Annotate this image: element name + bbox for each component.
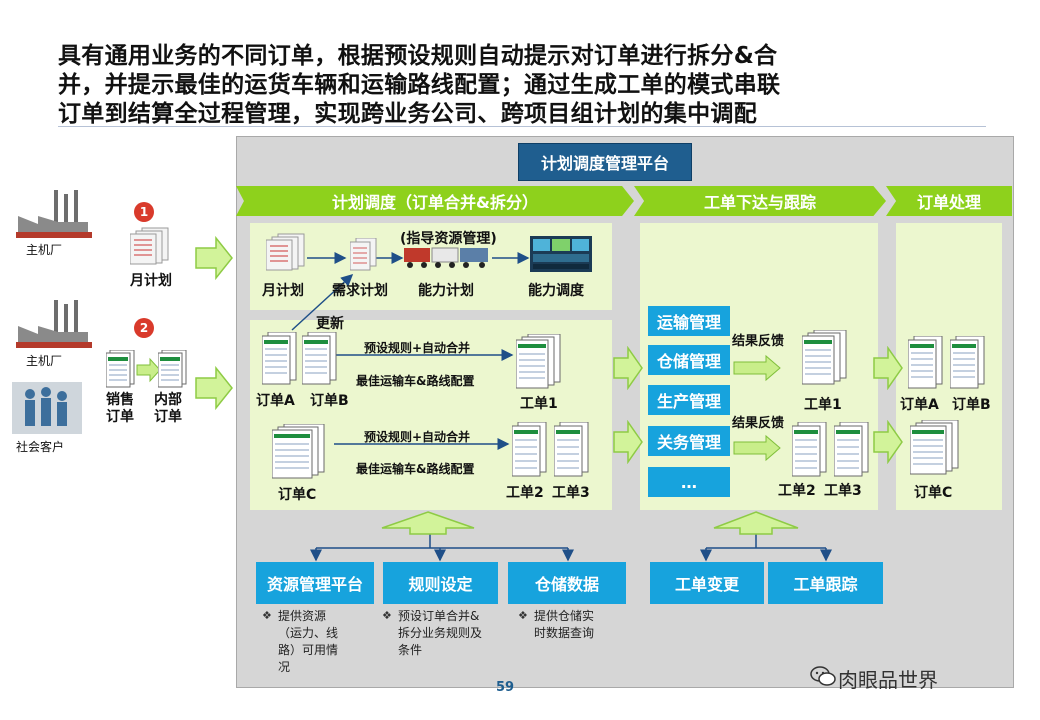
plan-monthly-label: 月计划 xyxy=(262,283,304,299)
step-badge-1: 1 xyxy=(134,202,154,222)
sales-order-label: 销售 订单 xyxy=(106,392,134,425)
demand-plan-doc-icon xyxy=(350,238,377,271)
order-c-doc-icon xyxy=(272,424,325,479)
title-line-3: 订单到结算全过程管理，实现跨业务公司、跨项目组计划的集中调配 xyxy=(58,101,757,127)
factory-icon xyxy=(16,300,92,348)
flow-arrow-5 xyxy=(873,346,903,390)
rule-setting-button[interactable]: 规则设定 xyxy=(383,562,498,604)
wechat-icon xyxy=(810,666,836,686)
dispatch-ticket-2-doc-icon xyxy=(792,422,827,477)
platform-title: 计划调度管理平台 xyxy=(518,143,692,181)
monthly-plan-label: 月计划 xyxy=(130,273,172,289)
ticket-2-doc-icon xyxy=(512,422,547,477)
order-c-label: 订单C xyxy=(278,487,317,503)
best-route-label-1: 最佳运输车&路线配置 xyxy=(356,374,475,388)
result-order-a-doc-icon xyxy=(908,336,943,389)
dispatch-ticket-3-doc-icon xyxy=(834,422,869,477)
ticket-3-doc-icon xyxy=(554,422,589,477)
capacity-plan-label: 能力计划 xyxy=(418,283,474,299)
up-arrow-right xyxy=(713,511,799,535)
dispatch-ticket-1-label: 工单1 xyxy=(804,397,842,413)
ticket-track-button[interactable]: 工单跟踪 xyxy=(768,562,883,604)
order-b-label: 订单B xyxy=(310,393,349,409)
flow-arrow-1 xyxy=(195,236,233,280)
capacity-dispatch-label: 能力调度 xyxy=(528,283,584,299)
ticket-change-button[interactable]: 工单变更 xyxy=(650,562,764,604)
factory-label-1: 主机厂 xyxy=(26,243,63,257)
step-badge-2: 2 xyxy=(134,318,154,338)
more-mgmt-button[interactable]: … xyxy=(648,467,730,497)
dispatch-ticket-3-label: 工单3 xyxy=(824,483,862,499)
factory-icon xyxy=(16,190,92,238)
dispatch-ticket-1-doc-icon xyxy=(802,330,847,385)
internal-order-label: 内部 订单 xyxy=(154,392,182,425)
dispatch-ticket-2-label: 工单2 xyxy=(778,483,816,499)
truck-convoy-icon xyxy=(404,247,488,268)
ticket-1-label: 工单1 xyxy=(520,396,558,412)
ticket-2-label: 工单2 xyxy=(506,485,544,501)
resource-platform-button[interactable]: 资源管理平台 xyxy=(256,562,374,604)
monthly-plan-docs-icon xyxy=(130,227,169,265)
flow-arrow-2 xyxy=(195,366,233,410)
ticket-3-label: 工单3 xyxy=(552,485,590,501)
result-order-a-label: 订单A xyxy=(900,397,939,413)
bullet-icon: ❖ xyxy=(382,609,392,622)
bullet-icon: ❖ xyxy=(518,609,528,622)
flow-arrow-3 xyxy=(613,346,643,390)
page-number: 59 xyxy=(496,680,515,695)
result-order-b-label: 订单B xyxy=(952,397,991,413)
feedback-label-1: 结果反馈 xyxy=(732,334,785,349)
internal-order-doc-icon xyxy=(158,350,187,388)
monthly-plan-docs-icon xyxy=(266,233,305,271)
control-room-screen-icon xyxy=(530,236,592,272)
section-order-header: 订单处理 xyxy=(886,186,1012,216)
customer-label: 社会客户 xyxy=(16,440,65,454)
demand-plan-label: 需求计划 xyxy=(332,283,388,299)
sales-order-doc-icon xyxy=(106,350,135,388)
transport-mgmt-button[interactable]: 运输管理 xyxy=(648,306,730,336)
customer-group-icon xyxy=(12,382,82,434)
storage-mgmt-button[interactable]: 仓储管理 xyxy=(648,345,730,375)
order-b-doc-icon xyxy=(302,332,337,385)
flow-arrow-4 xyxy=(613,420,643,464)
update-label: 更新 xyxy=(316,316,344,332)
rules-note: 预设订单合并& 拆分业务规则及 条件 xyxy=(398,609,483,657)
storage-note: 提供仓储实 时数据查询 xyxy=(534,609,595,640)
order-a-doc-icon xyxy=(262,332,297,385)
title-line-2: 并，并提示最佳的运货车辆和运输路线配置；通过生成工单的模式串联 xyxy=(58,72,781,98)
rule-merge-label-2: 预设规则+自动合并 xyxy=(364,430,471,444)
feedback-label-2: 结果反馈 xyxy=(732,416,785,431)
result-order-c-label: 订单C xyxy=(914,485,953,501)
factory-label-2: 主机厂 xyxy=(26,354,63,368)
guide-resource-label: (指导资源管理) xyxy=(400,231,497,247)
bullet-icon: ❖ xyxy=(262,609,272,622)
order-a-label: 订单A xyxy=(256,393,295,409)
up-arrow-left xyxy=(381,511,475,535)
watermark-text: 肉眼品世界 xyxy=(838,668,938,692)
storage-data-button[interactable]: 仓储数据 xyxy=(508,562,626,604)
ticket-1-doc-icon xyxy=(516,334,561,389)
result-order-c-doc-icon xyxy=(910,420,959,475)
section-plan-header: 计划调度（订单合并&拆分） xyxy=(236,186,634,216)
title-divider xyxy=(58,126,986,127)
result-order-b-doc-icon xyxy=(950,336,985,389)
best-route-label-2: 最佳运输车&路线配置 xyxy=(356,462,475,476)
customs-mgmt-button[interactable]: 关务管理 xyxy=(648,426,730,456)
rule-merge-label-1: 预设规则+自动合并 xyxy=(364,341,471,355)
resource-note: 提供资源 （运力、线 路）可用情 况 xyxy=(278,609,339,674)
flow-arrow-6 xyxy=(873,420,903,464)
production-mgmt-button[interactable]: 生产管理 xyxy=(648,385,730,415)
title-line-1: 具有通用业务的不同订单，根据预设规则自动提示对订单进行拆分&合 xyxy=(58,43,778,69)
section-dispatch-header: 工单下达与跟踪 xyxy=(634,186,886,216)
